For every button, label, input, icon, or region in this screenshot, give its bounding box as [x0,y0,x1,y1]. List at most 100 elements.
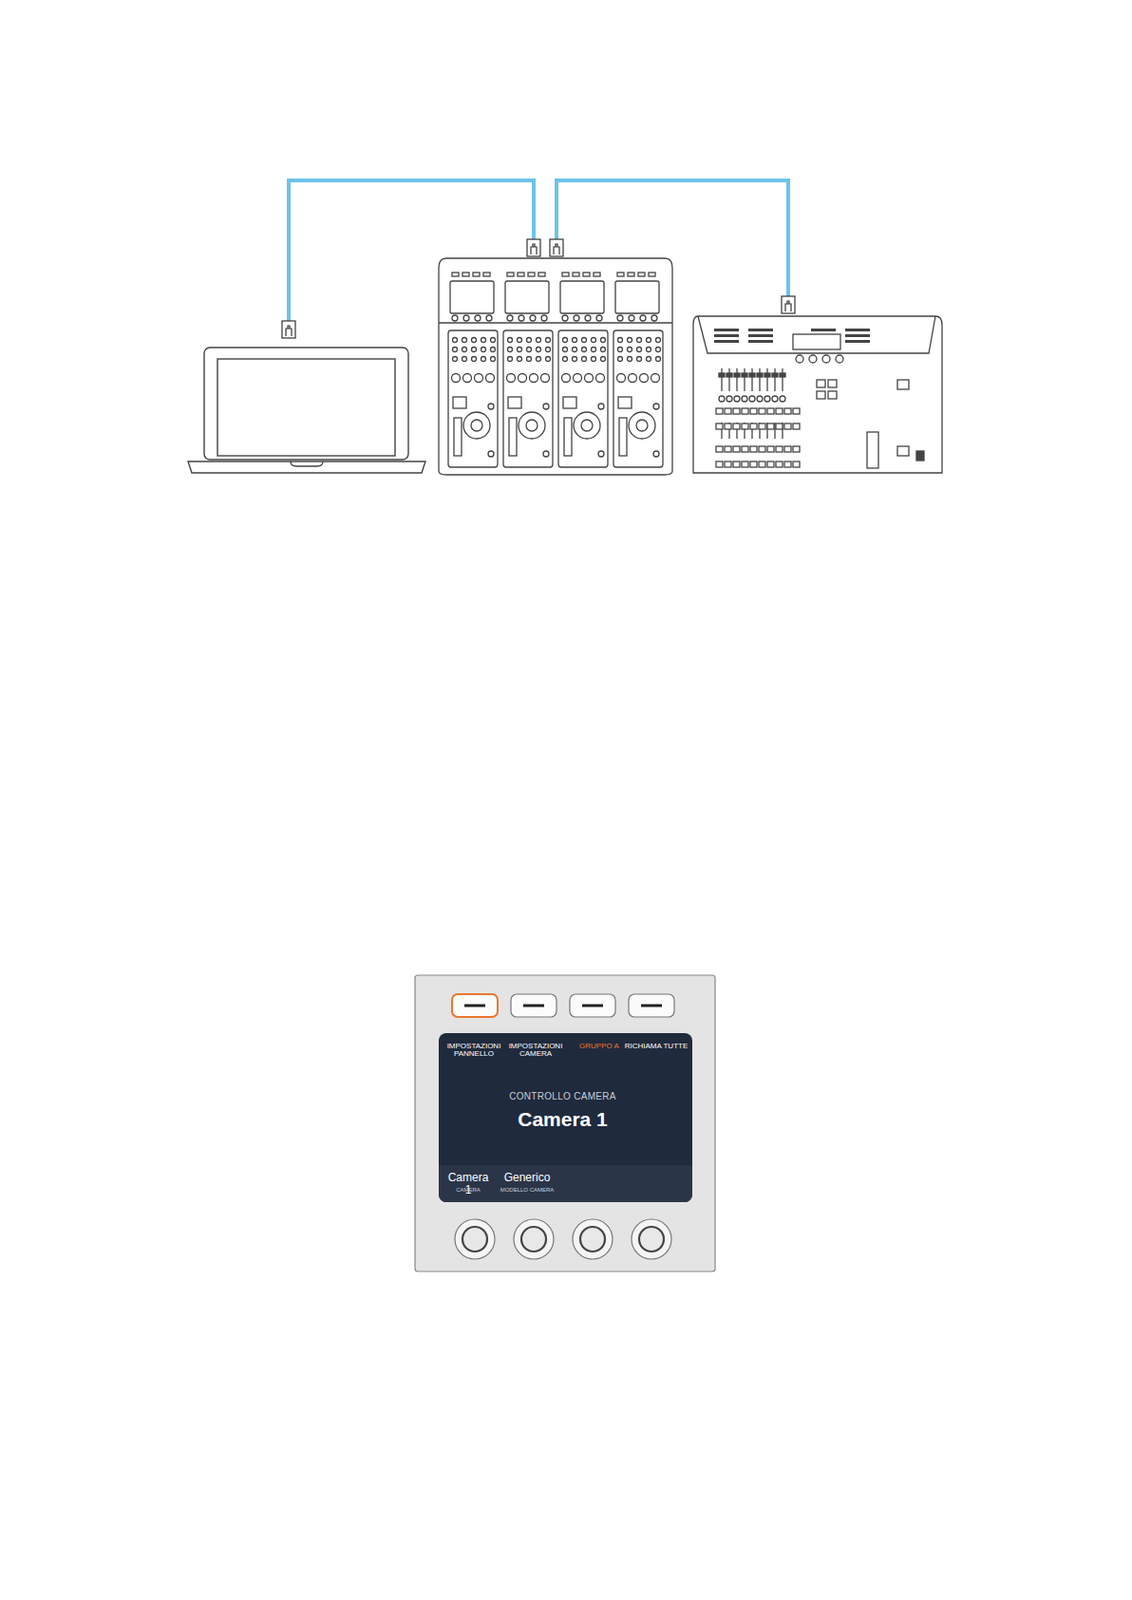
camera-control-panel [438,258,673,475]
drawing-stroke [718,396,725,402]
drawing-stroke [546,338,551,343]
drawing-stroke [733,461,740,468]
drawing-stroke [472,272,480,277]
drawing-stroke [720,368,722,392]
drawing-stroke [596,374,605,383]
drawing-stroke [916,451,925,461]
drawing-stroke [508,357,513,362]
drawing-stroke [714,334,739,338]
drawing-stroke [775,446,783,453]
drawing-stroke [463,374,472,383]
soft-button [628,994,675,1018]
drawing-stroke [527,357,532,362]
drawing-stroke [816,379,826,388]
button-mark [582,1004,604,1008]
status-band: Camera 1CAMERAGenericoMODELLO CAMERA [438,1165,693,1203]
drawing-stroke [563,347,568,353]
drawing-stroke [792,446,800,453]
value-caption: CAMERA [444,1187,492,1193]
drawing-stroke [741,408,749,415]
drawing-stroke [637,357,642,362]
drawing-stroke [508,396,522,409]
switcher [693,316,943,473]
drawing-stroke [474,315,481,321]
drawing-stroke [638,272,645,277]
drawing-stroke [618,396,632,409]
drawing-stroke [741,396,748,402]
drawing-stroke [724,446,732,453]
menu-label: GRUPPO A [566,1042,633,1051]
knob-cap [639,1226,664,1252]
drawing-stroke [563,396,577,409]
drawing-stroke [617,272,624,277]
drawing-stroke [507,315,513,321]
drawing-stroke [573,315,580,321]
drawing-stroke [897,446,909,456]
drawing-stroke [564,417,572,456]
drawing-stroke [773,368,775,392]
drawing-stroke [716,446,723,453]
drawing-stroke [563,338,568,343]
drawing-stroke [453,417,462,456]
drawing-stroke [505,281,549,314]
drawing-stroke [748,339,774,343]
camera-name: Camera 1 [438,1109,690,1131]
drawing-stroke [591,347,597,353]
drawing-stroke [653,451,660,457]
drawing-stroke [462,357,468,362]
drawing-stroke [628,315,635,321]
drawing-stroke [758,461,766,468]
drawing-stroke [582,338,587,343]
drawing-stroke [750,423,757,430]
drawing-stroke [724,423,732,430]
drawing-stroke [716,408,723,415]
drawing-stroke [627,272,635,277]
drawing-stroke [584,374,594,383]
drawing-stroke [490,347,496,353]
drawing-stroke [529,374,539,383]
drawing-stroke [508,338,513,343]
knob [454,1219,495,1260]
drawing-stroke [462,272,470,277]
drawing-stroke [601,357,606,362]
drawing-stroke [481,357,487,362]
drawing-stroke [748,328,774,332]
drawing-stroke [743,368,745,392]
knob-cap [521,1226,547,1252]
drawing-stroke [617,315,623,321]
knob-cap [462,1226,488,1252]
drawing-stroke [792,334,841,350]
drawing-stroke [728,368,730,392]
drawing-stroke [646,338,652,343]
drawing-stroke [748,334,774,338]
drawing-stroke [795,355,804,363]
drawing-stroke [583,272,590,277]
drawing-stroke [767,408,774,415]
drawing-stroke [751,368,753,392]
ethernet-cables [288,180,789,321]
drawing-stroke [816,391,826,399]
drawing-stroke [646,347,652,353]
drawing-stroke [734,373,740,378]
drawing-stroke [471,357,477,362]
drawing-stroke [784,408,792,415]
drawing-stroke [809,355,817,363]
knob-cap [580,1226,605,1252]
screen-heading: CONTROLLO CAMERA [438,1092,690,1103]
drawing-stroke [775,461,783,468]
drawing-stroke [651,315,658,321]
drawing-stroke [741,373,748,378]
drawing-stroke [811,328,836,332]
drawing-stroke [656,338,661,343]
drawing-stroke [598,451,604,457]
drawing-stroke [627,357,633,362]
drawing-stroke [598,403,604,410]
drawing-stroke [536,347,542,353]
drawing-stroke [656,357,661,362]
drawing-stroke [792,461,800,468]
drawing-stroke [897,379,909,390]
drawing-stroke [618,357,623,362]
drawing-stroke [758,423,766,430]
button-mark [464,1004,486,1008]
